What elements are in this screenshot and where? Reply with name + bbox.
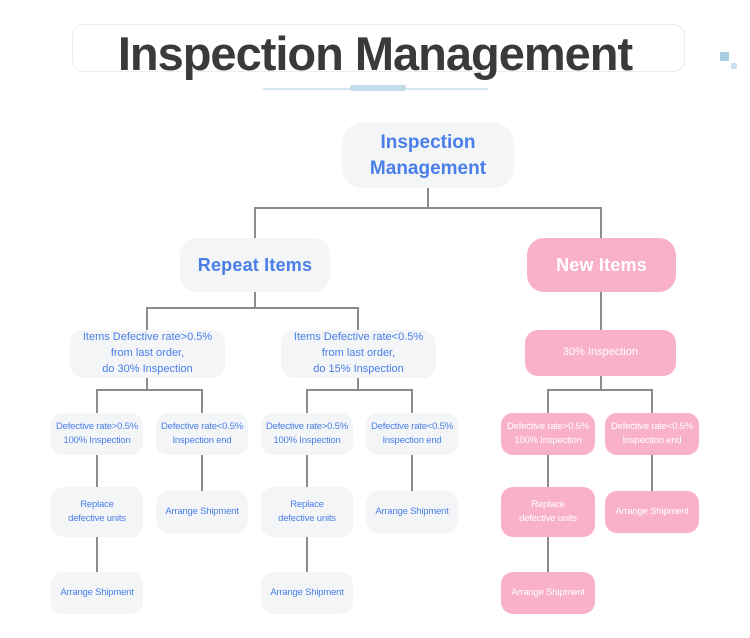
- connector-line: [96, 389, 203, 391]
- connector-line: [357, 307, 359, 330]
- connector-line: [306, 389, 413, 391]
- node-r1-arrange-shipment-final: Arrange Shipment: [51, 572, 143, 614]
- node-r2-100-inspection: Defective rate>0.5% 100% Inspection: [261, 413, 353, 455]
- connector-line: [146, 307, 148, 330]
- node-r2-inspection-end: Defective rate<0.5% Inspection end: [366, 413, 458, 455]
- page-title: Inspection Management: [117, 27, 633, 80]
- connector-line: [600, 292, 602, 330]
- node-new-items: New Items: [527, 238, 676, 292]
- connector-line: [651, 389, 653, 413]
- connector-line: [201, 389, 203, 413]
- connector-line: [254, 292, 256, 309]
- node-new-100-inspection: Defective rate>0.5% 100% Inspection: [501, 413, 595, 455]
- connector-line: [651, 454, 653, 492]
- connector-line: [254, 207, 602, 209]
- title-card: [72, 24, 737, 72]
- connector-line: [306, 454, 308, 490]
- connector-line: [547, 454, 549, 490]
- connector-line: [306, 535, 308, 573]
- node-root: Inspection Management: [342, 123, 514, 188]
- square-decor-icon: [731, 63, 737, 69]
- node-r2-replace-units: Replace defective units: [261, 487, 353, 537]
- connector-line: [600, 376, 602, 391]
- node-repeat-items: Repeat Items: [180, 238, 330, 292]
- square-decor-icon: [720, 52, 729, 61]
- connector-line: [411, 389, 413, 413]
- node-r1-arrange-shipment: Arrange Shipment: [156, 491, 248, 533]
- connector-line: [357, 378, 359, 391]
- connector-line: [600, 207, 602, 238]
- node-repeat-defect-gt: Items Defective rate>0.5% from last orde…: [70, 330, 225, 378]
- connector-line: [547, 389, 549, 413]
- connector-line: [306, 389, 308, 413]
- connector-line: [146, 378, 148, 391]
- connector-line: [201, 454, 203, 492]
- node-r1-replace-units: Replace defective units: [51, 487, 143, 537]
- node-r1-inspection-end: Defective rate<0.5% Inspection end: [156, 413, 248, 455]
- connector-line: [96, 454, 98, 490]
- node-new-replace-units: Replace defective units: [501, 487, 595, 537]
- node-r1-100-inspection: Defective rate>0.5% 100% Inspection: [51, 413, 143, 455]
- connector-line: [96, 535, 98, 573]
- node-r2-arrange-shipment-final: Arrange Shipment: [261, 572, 353, 614]
- title-underline-accent: [350, 85, 406, 91]
- connector-line: [547, 389, 653, 391]
- node-r2-arrange-shipment: Arrange Shipment: [366, 491, 458, 533]
- connector-line: [146, 307, 359, 309]
- connector-line: [547, 535, 549, 573]
- node-new-arrange-shipment: Arrange Shipment: [605, 491, 699, 533]
- connector-line: [411, 454, 413, 492]
- connector-line: [254, 207, 256, 238]
- node-repeat-defect-lt: Items Defective rate<0.5% from last orde…: [281, 330, 436, 378]
- node-new-arrange-shipment-final: Arrange Shipment: [501, 572, 595, 614]
- node-new-inspection-end: Defective rate<0.5% Inspection end: [605, 413, 699, 455]
- connector-line: [96, 389, 98, 413]
- connector-line: [427, 188, 429, 209]
- node-new-30-inspection: 30% Inspection: [525, 330, 676, 376]
